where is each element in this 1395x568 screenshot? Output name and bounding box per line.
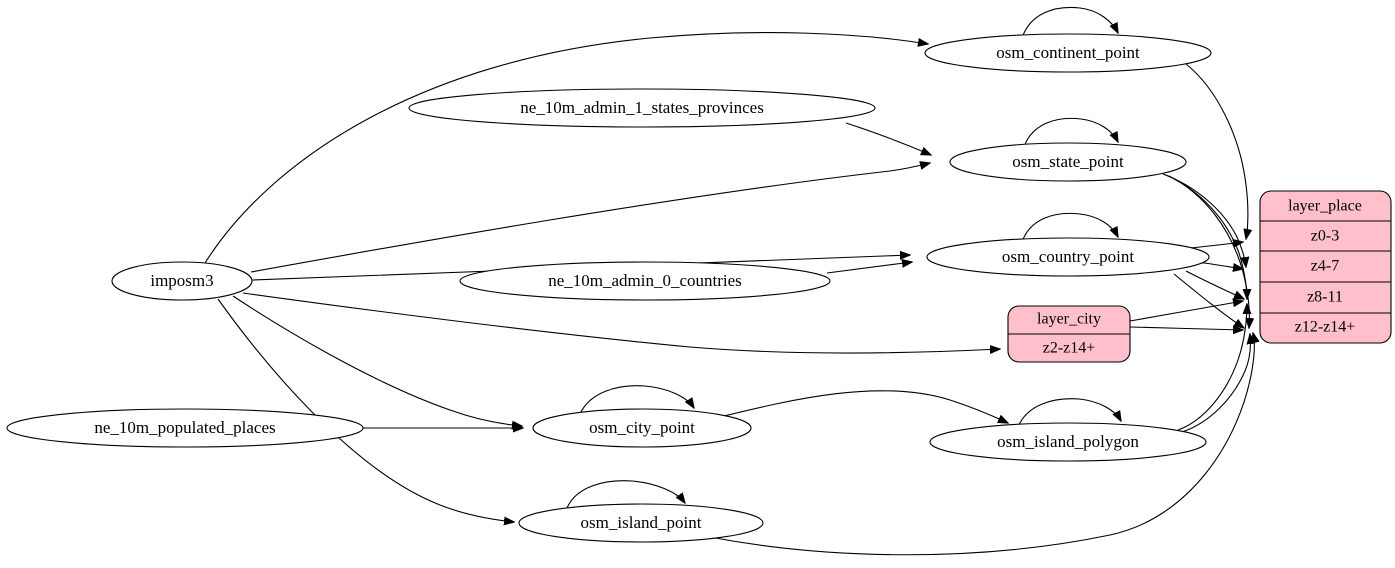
node-label-osm-state-point: osm_state_point <box>1012 152 1124 171</box>
edge-self-loop-osm_island_polygon <box>1017 398 1121 428</box>
edge-osm_city_point-to-osm_island_polygon <box>723 390 1008 423</box>
record-row-layer-place-header: layer_place <box>1288 198 1362 215</box>
record-row-layer-place-z0-3[interactable]: z0-3 <box>1311 228 1339 245</box>
edge-layer_city-to-layer_place-z8-11 <box>1129 301 1243 322</box>
node-imposm3[interactable]: imposm3 <box>111 261 253 301</box>
edge-osm_island_polygon-to-layer_place-z12-z14plus <box>1181 334 1250 433</box>
edge-self-loop-osm_city_point <box>579 385 694 415</box>
edge-ne_10m_admin_0_countries-to-osm_country_point <box>826 262 912 274</box>
edge-imposm3-to-osm_continent_point <box>204 32 928 264</box>
record-row-layer-city-z2-z14plus[interactable]: z2-z14+ <box>1043 340 1096 357</box>
node-layer: imposm3 ne_10m_populated_places ne_10m_a… <box>6 33 1392 543</box>
node-label-osm-continent-point: osm_continent_point <box>996 43 1140 62</box>
edge-osm_country_point-to-layer_place-z0-3 <box>1189 242 1243 249</box>
node-label-imposm3: imposm3 <box>150 271 213 290</box>
edge-self-loop-osm_state_point <box>1023 117 1118 148</box>
node-label-ne-10m-populated-places: ne_10m_populated_places <box>94 418 275 437</box>
edge-self-loop-osm_country_point <box>1021 212 1118 243</box>
node-osm-island-point[interactable]: osm_island_point <box>518 503 764 543</box>
edge-osm_state_point-to-layer_place-z8-11 <box>1165 174 1247 299</box>
edge-osm_continent_point-to-layer_place-z0-3 <box>1185 63 1248 239</box>
node-ne-10m-admin-1-states-provinces[interactable]: ne_10m_admin_1_states_provinces <box>408 88 876 128</box>
node-osm-country-point[interactable]: osm_country_point <box>926 237 1210 277</box>
edge-osm_state_point-to-layer_place-z4-7 <box>1162 173 1246 267</box>
node-ne-10m-admin-0-countries[interactable]: ne_10m_admin_0_countries <box>459 261 831 301</box>
node-layer-city[interactable]: layer_city z2-z14+ <box>1007 305 1131 363</box>
node-label-osm-island-point: osm_island_point <box>581 513 702 532</box>
node-osm-island-polygon[interactable]: osm_island_polygon <box>929 422 1207 462</box>
edge-imposm3-to-osm_state_point <box>250 163 930 273</box>
node-ne-10m-populated-places[interactable]: ne_10m_populated_places <box>6 408 364 448</box>
edge-osm_country_point-to-layer_place-z12-z14plus <box>1173 273 1244 328</box>
edge-layer_city-to-layer_place-z12-z14plus <box>1129 327 1243 330</box>
record-row-layer-city-header: layer_city <box>1037 311 1101 328</box>
node-osm-continent-point[interactable]: osm_continent_point <box>924 33 1212 73</box>
edge-imposm3-to-osm_city_point <box>232 295 522 426</box>
node-label-osm-city-point: osm_city_point <box>589 418 695 437</box>
node-label-ne-10m-admin-1-states-provinces: ne_10m_admin_1_states_provinces <box>520 98 764 117</box>
node-layer-place[interactable]: layer_place z0-3 z4-7 z8-11 z12-z14+ <box>1259 190 1392 344</box>
edge-imposm3-to-osm_island_point <box>217 298 514 522</box>
record-row-layer-place-z12-z14plus[interactable]: z12-z14+ <box>1295 319 1356 336</box>
node-osm-city-point[interactable]: osm_city_point <box>532 408 752 448</box>
edge-layer <box>204 6 1254 556</box>
edge-self-loop-osm_continent_point <box>1021 6 1118 39</box>
edge-osm_country_point-to-layer_place-z8-11 <box>1185 270 1244 299</box>
edge-ne_10m_admin_1_states_provinces-to-osm_state_point <box>845 122 931 155</box>
node-label-ne-10m-admin-0-countries: ne_10m_admin_0_countries <box>548 271 742 290</box>
edge-osm_island_point-to-layer_place-z12-z14plus <box>709 333 1254 556</box>
record-row-layer-place-z8-11[interactable]: z8-11 <box>1307 289 1343 306</box>
node-label-osm-island-polygon: osm_island_polygon <box>997 432 1139 451</box>
record-row-layer-place-z4-7[interactable]: z4-7 <box>1311 258 1339 275</box>
edge-imposm3-to-layer_city <box>242 292 1000 353</box>
edge-osm_island_polygon-to-layer_place-z8-11 <box>1177 304 1247 431</box>
node-osm-state-point[interactable]: osm_state_point <box>949 142 1187 182</box>
edge-self-loop-osm_island_point <box>566 480 685 509</box>
node-label-osm-country-point: osm_country_point <box>1002 247 1134 266</box>
